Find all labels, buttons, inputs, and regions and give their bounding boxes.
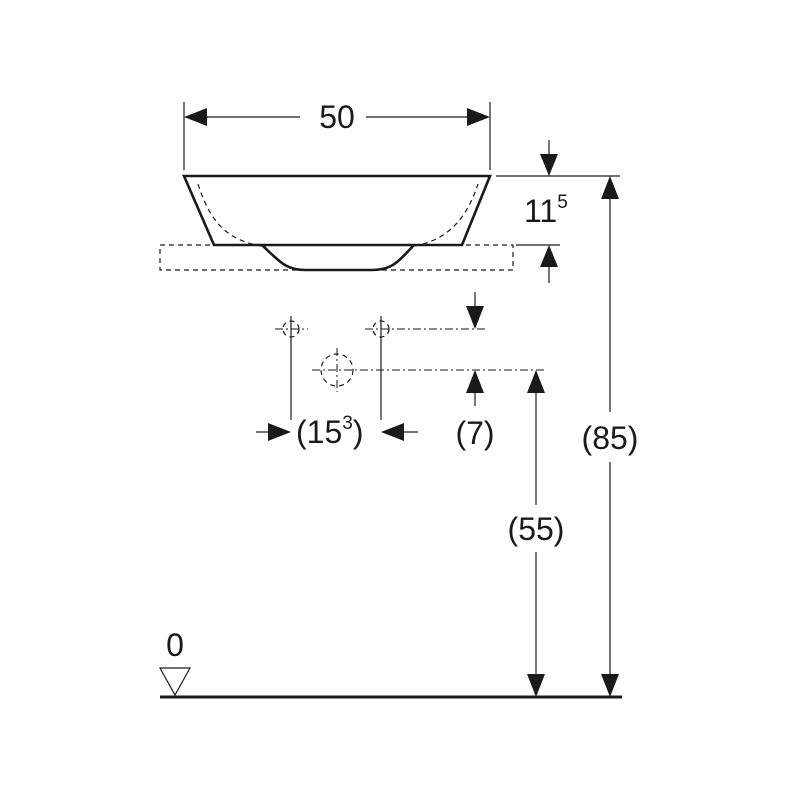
arrow-down-icon [601,674,619,697]
arrow-right-icon [467,108,490,126]
arrow-up-icon [540,245,558,267]
dim-width: 50 [183,99,491,170]
floor-level-label: 0 [166,627,184,663]
dim-rim-height: 115 [496,140,620,283]
arrow-down-icon [466,306,484,329]
bowl-outer-contour [182,174,492,247]
dim-width-label: 50 [319,99,355,135]
washbowl-outline [159,174,514,272]
tap-hole-markers [275,316,546,420]
arrow-down-icon [527,674,545,697]
dim-hole-offset: (7) [455,292,495,451]
countertop-slab [159,244,514,271]
arrow-left-icon [184,108,207,126]
dim-total-height: (85) [582,176,639,697]
dim-hole-spacing-label: (153) [296,413,363,450]
arrow-left-icon [381,423,404,441]
arrow-up-icon [601,176,619,199]
dim-drain-height-label: (55) [508,511,565,547]
dim-hole-offset-label: (7) [455,415,494,451]
arrow-up-icon [527,370,545,393]
bowl-inner-cavity [197,183,479,247]
arrow-down-icon [540,154,558,176]
dim-hole-spacing: (153) [256,413,418,450]
arrow-up-icon [466,370,484,393]
dim-drain-height: (55) [508,370,565,697]
dim-total-height-label: (85) [582,420,639,456]
bowl-bottom-contour [261,244,415,272]
arrow-right-icon [268,423,291,441]
dim-rim-height-label: 115 [524,192,568,229]
floor-level: 0 [158,627,622,699]
level-marker-icon [158,667,192,697]
